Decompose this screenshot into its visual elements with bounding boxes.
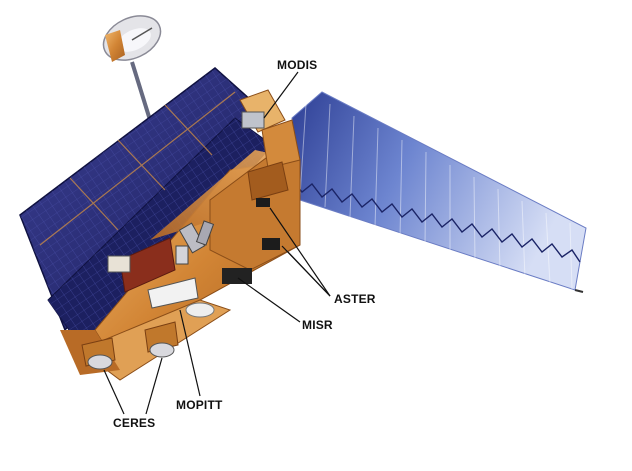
modis-label: MODIS	[277, 58, 318, 72]
antenna-mast	[130, 61, 152, 121]
body-solar-panels	[19, 67, 273, 361]
high-gain-antenna-dish	[102, 15, 162, 62]
solar-array-wing	[291, 91, 587, 293]
spacecraft-bus	[60, 89, 301, 381]
aster-label: ASTER	[334, 292, 376, 306]
callout-leader-lines	[103, 71, 331, 415]
misr-cameras	[175, 220, 215, 265]
ceres-label: CERES	[113, 416, 156, 430]
misr-label: MISR	[302, 318, 333, 332]
mopitt-label: MOPITT	[176, 398, 223, 412]
ceres-scanners	[81, 321, 179, 370]
